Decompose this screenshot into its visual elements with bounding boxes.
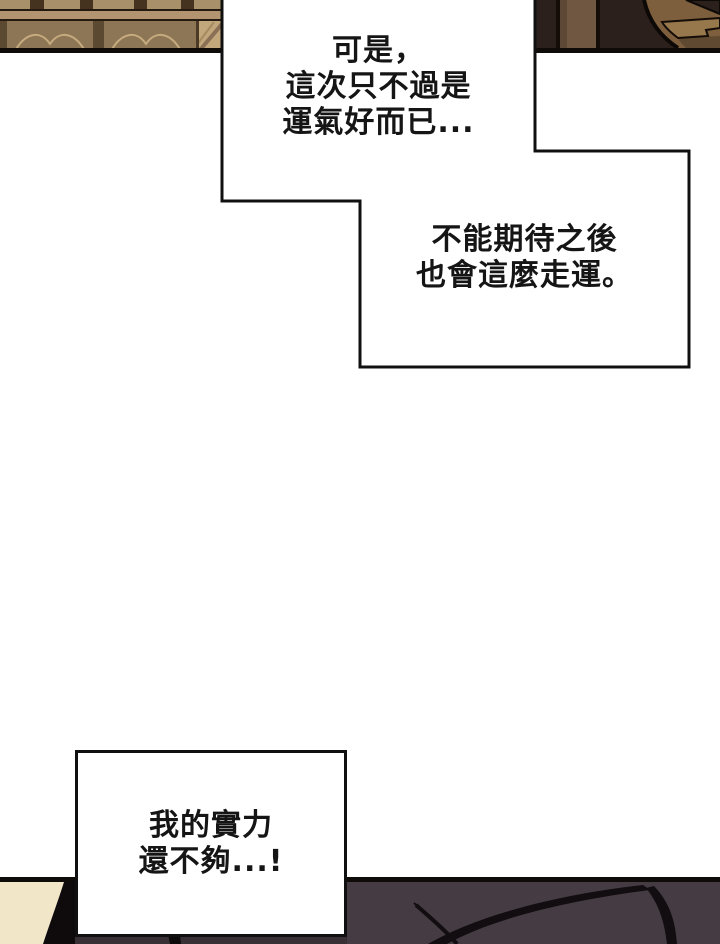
caption-line: 還不夠...! <box>138 843 284 879</box>
caption-line: 可是， <box>332 33 425 68</box>
caption-text-middle: 不能期待之後 也會這麼走運。 <box>360 222 689 294</box>
caption-text-bottom: 我的實力 還不夠...! <box>139 808 284 880</box>
caption-text-top: 可是， 這次只不過是 運氣好而已... <box>222 33 535 141</box>
caption-line: 我的實力 <box>149 807 273 843</box>
caption-line: 這次只不過是 <box>285 69 472 104</box>
caption-line: 運氣好而已... <box>282 105 475 140</box>
artwork-top-left-wood-panels <box>0 0 222 53</box>
caption-line: 不能期待之後 <box>431 222 618 257</box>
artwork-top-right-silhouette <box>536 0 720 53</box>
caption-line: 也會這麼走運。 <box>416 258 633 293</box>
bottom-figure-drawing <box>0 877 720 944</box>
silhouette-cabinet-drawing <box>536 0 720 53</box>
caption-box-bottom: 我的實力 還不夠...! <box>75 750 347 937</box>
wood-panels-drawing <box>0 0 222 53</box>
